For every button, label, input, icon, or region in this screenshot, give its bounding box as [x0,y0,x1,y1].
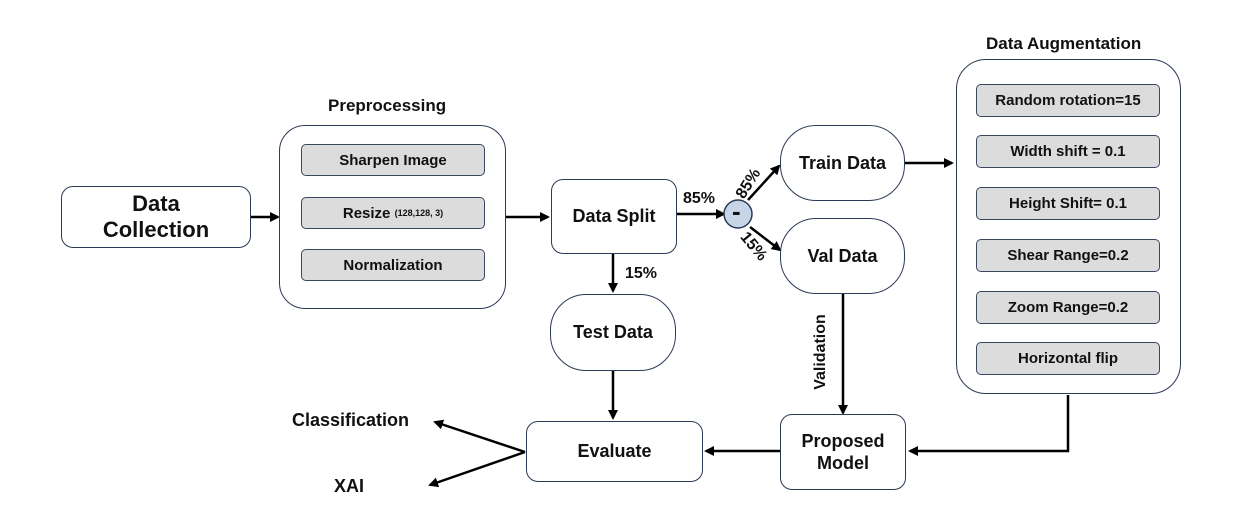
split-node-symbol: - [732,196,741,226]
augmentation-item-width-shift-label: Width shift = 0.1 [1010,143,1126,160]
arrow-node-to-val [749,226,782,252]
arrow-evaluate-to-xai [428,450,526,488]
preprocessing-title: Preprocessing [328,96,447,115]
output-classification: Classification [292,410,410,430]
augmentation-item-width-shift: Width shift = 0.1 [976,135,1160,168]
arrow-augmentation-to-model [908,395,1070,456]
edge-label-split-to-node: 85% [683,190,716,207]
arrow-node-to-train [747,164,781,201]
preprocessing-item-resize-label: Resize [342,204,391,222]
val-data-label: Val Data [807,245,878,266]
split-node-circle [723,199,753,229]
proposed-model-label-line1: Proposed [801,431,885,451]
proposed-model-label-line2: Model [817,453,869,473]
edge-label-split-to-test: 15% [625,265,658,282]
evaluate-box: Evaluate [526,421,703,482]
data-split-label: Data Split [572,206,656,226]
data-collection-box: Data Collection [61,186,251,248]
augmentation-title: Data Augmentation [986,34,1142,53]
test-data-label: Test Data [573,322,653,342]
augmentation-item-horizontal-flip-label: Horizontal flip [1018,350,1118,367]
augmentation-item-rotation-label: Random rotation=15 [995,92,1141,109]
augmentation-item-zoom-range: Zoom Range=0.2 [976,291,1160,324]
arrow-evaluate-to-classification [433,419,526,454]
augmentation-item-shear-range: Shear Range=0.2 [976,239,1160,272]
augmentation-item-horizontal-flip: Horizontal flip [976,342,1160,375]
evaluate-label: Evaluate [577,441,652,461]
proposed-model-box: Proposed Model [780,414,906,490]
preprocessing-item-normalization-label: Normalization [343,256,443,274]
augmentation-item-height-shift: Height Shift= 0.1 [976,187,1160,220]
train-data-label: Train Data [798,152,887,173]
preprocessing-item-sharpen: Sharpen Image [301,144,485,176]
augmentation-item-zoom-range-label: Zoom Range=0.2 [1007,299,1129,316]
augmentation-item-shear-range-label: Shear Range=0.2 [1007,247,1129,264]
val-data-box: Val Data [780,218,905,294]
preprocessing-item-sharpen-label: Sharpen Image [339,151,447,169]
edge-label-validation: Validation [811,314,829,390]
output-xai: XAI [334,476,365,496]
preprocessing-item-resize-suffix: (128,128, 3) [394,208,444,218]
data-collection-label-line2: Collection [102,217,210,242]
train-data-box: Train Data [780,125,905,201]
test-data-box: Test Data [550,294,676,371]
augmentation-item-rotation: Random rotation=15 [976,84,1160,117]
preprocessing-item-normalization: Normalization [301,249,485,281]
preprocessing-item-resize: Resize (128,128, 3) [301,197,485,229]
data-collection-label-line1: Data [132,191,180,216]
data-split-box: Data Split [551,179,677,254]
augmentation-item-height-shift-label: Height Shift= 0.1 [1009,195,1127,212]
